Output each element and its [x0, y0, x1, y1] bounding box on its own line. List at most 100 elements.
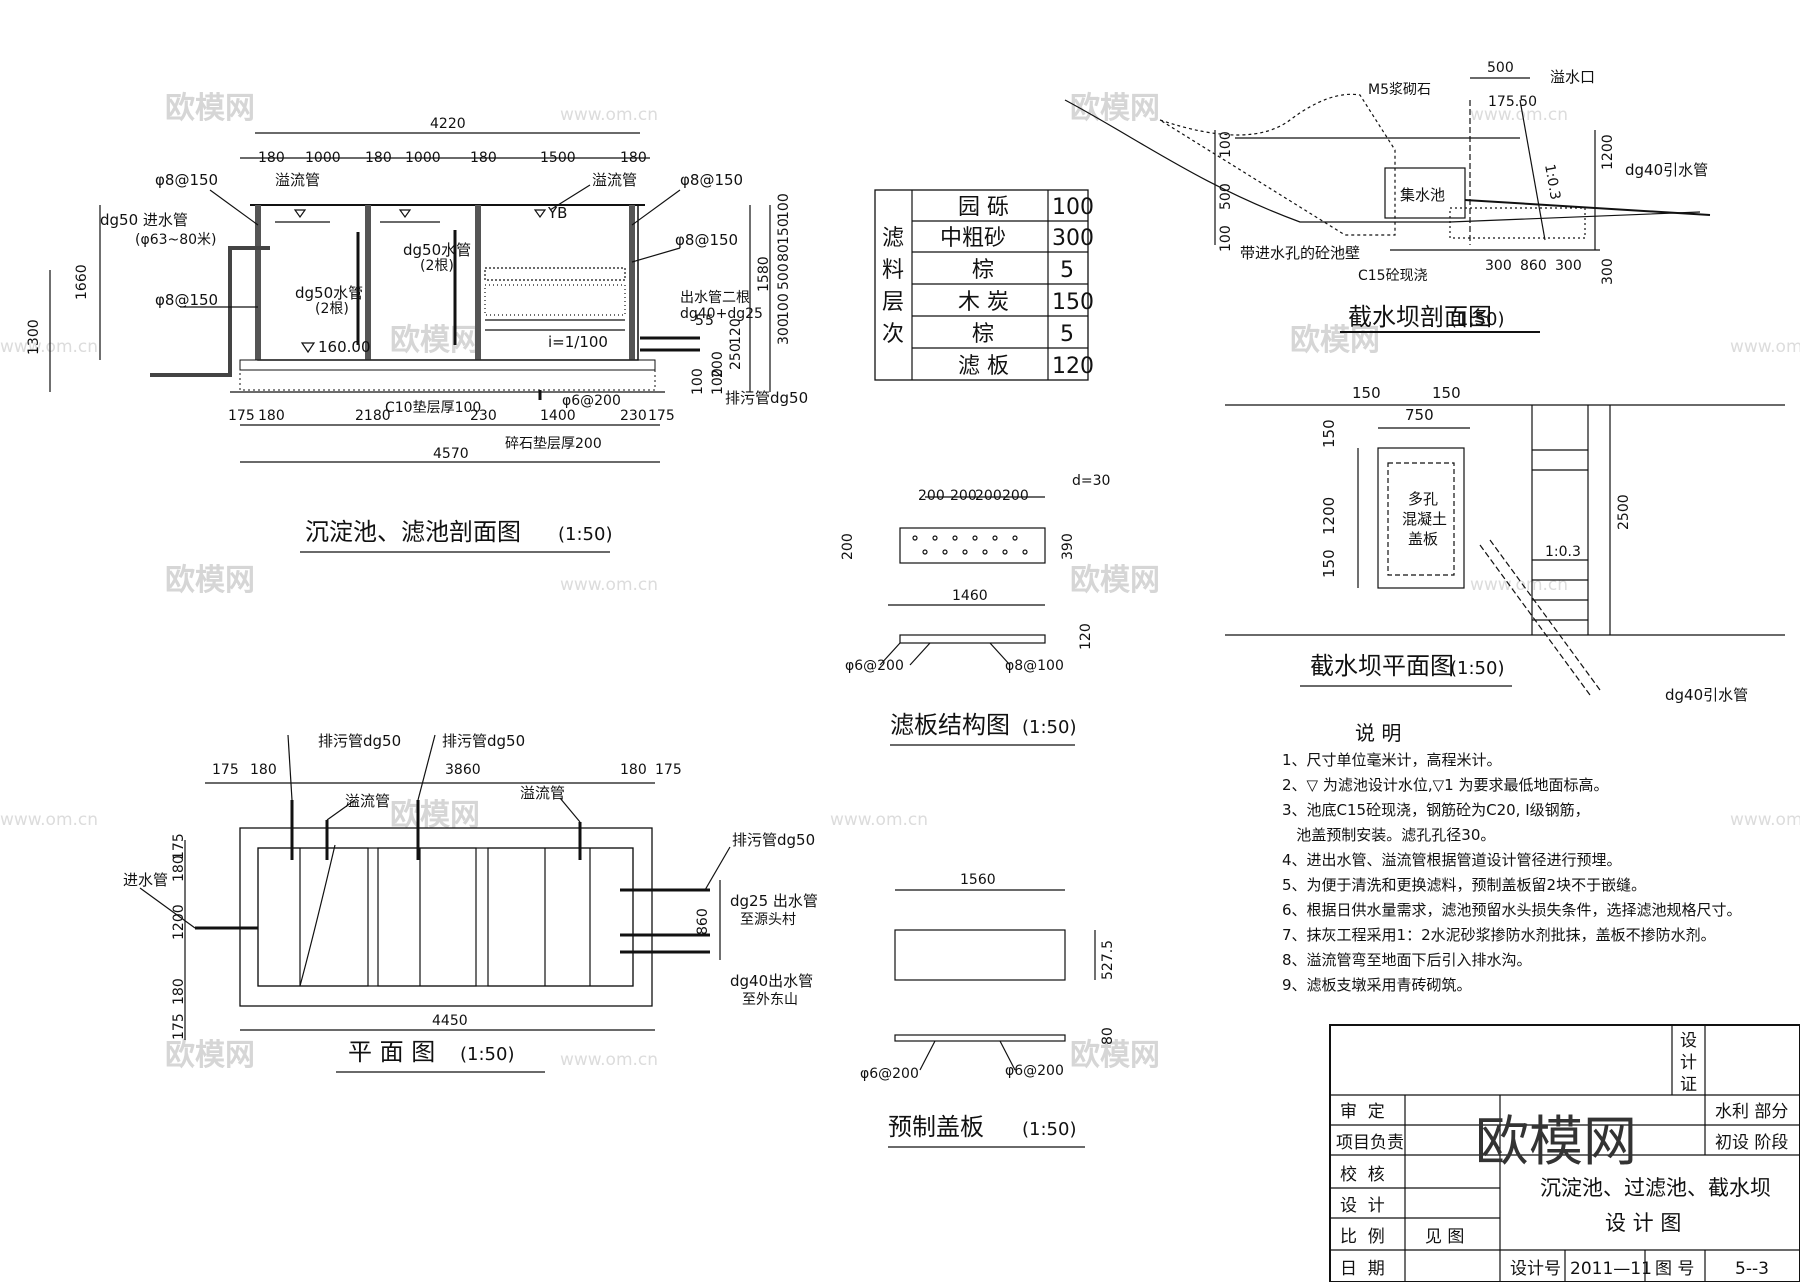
svg-text:527.5: 527.5: [1100, 940, 1116, 980]
svg-text:175: 175: [171, 1013, 187, 1040]
tb-scale-value: 见 图: [1425, 1227, 1464, 1247]
svg-text:2500: 2500: [1616, 494, 1632, 530]
label-pipe-mid-count: (2根): [420, 258, 454, 274]
svg-text:300: 300: [1485, 258, 1512, 274]
row-value: 120: [1052, 354, 1094, 379]
label-drain: 排污管dg50: [725, 389, 808, 407]
svg-text:1560: 1560: [960, 872, 996, 888]
svg-text:www.om.cn: www.om.cn: [560, 105, 658, 125]
svg-text:www.om.cn: www.om.cn: [1730, 337, 1800, 357]
label-out25: dg25 出水管: [730, 892, 818, 910]
tb-row-label: 审 定: [1340, 1102, 1385, 1122]
svg-text:φ6@200: φ6@200: [845, 658, 904, 674]
svg-text:1200: 1200: [1600, 134, 1616, 170]
svg-text:(1:50): (1:50): [1450, 309, 1504, 330]
svg-text:80: 80: [1100, 1027, 1116, 1045]
svg-text:175: 175: [171, 833, 187, 860]
svg-text:1580: 1580: [756, 256, 772, 292]
label-rebar-tr: φ8@150: [680, 171, 743, 189]
section-title: 沉淀池、滤池剖面图: [305, 518, 521, 546]
tb-row-label: 校 核: [1340, 1165, 1385, 1185]
svg-text:层: 层: [882, 290, 904, 315]
dam-plan: 150 750 150 150 1200 150 2500 1:0.3 多孔 混…: [1225, 384, 1785, 704]
dim-left-1660: 1660: [74, 264, 90, 300]
svg-text:www.om.cn: www.om.cn: [1470, 575, 1568, 595]
label-wall: 带进水孔的砼池壁: [1240, 244, 1360, 262]
watermark-layer: 欧模网 www.om.cn 欧模网 www.om.cn 欧模网 www.om.c…: [0, 91, 1800, 1073]
note-item: 池盖预制安装。滤孔孔径30。: [1282, 826, 1495, 844]
svg-text:150: 150: [1432, 384, 1461, 402]
svg-text:欧模网: 欧模网: [165, 1038, 255, 1073]
label-gravel: 碎石垫层厚200: [505, 436, 602, 452]
svg-text:www.om.cn: www.om.cn: [1470, 105, 1568, 125]
svg-text:1460: 1460: [952, 588, 988, 604]
label-tank: 集水池: [1400, 186, 1445, 204]
row-name: 棕: [972, 258, 994, 283]
svg-text:欧模网: 欧模网: [1290, 323, 1380, 358]
svg-text:欧模网: 欧模网: [1070, 1038, 1160, 1073]
svg-text:欧模网: 欧模网: [1070, 91, 1160, 126]
svg-text:500: 500: [776, 263, 792, 290]
label-rebar-r2: φ8@150: [675, 231, 738, 249]
row-name: 中粗砂: [940, 226, 1006, 251]
svg-text:多孔: 多孔: [1408, 490, 1438, 508]
note-item: 7、抹灰工程采用1：2水泥砂浆掺防水剂批抹，盖板不掺防水剂。: [1282, 926, 1716, 944]
svg-text:100: 100: [690, 368, 706, 395]
label-slope: i=1/100: [548, 333, 608, 351]
dim-left-1300: 1300: [26, 319, 42, 355]
svg-text:滤: 滤: [882, 226, 904, 251]
filter-plate-detail: 200 200 200 200 d=30 200 390 1460 120 φ6…: [840, 473, 1110, 746]
label-overflow-2: 溢流管: [592, 171, 637, 189]
svg-text:180: 180: [470, 150, 497, 166]
svg-text:200: 200: [1002, 488, 1029, 504]
svg-text:www.om.cn: www.om.cn: [830, 810, 928, 830]
row-value: 150: [1052, 290, 1094, 315]
svg-text:至外东山: 至外东山: [742, 992, 798, 1008]
svg-text:180: 180: [620, 762, 647, 778]
svg-text:(1:50): (1:50): [1450, 658, 1504, 679]
label-spill: 溢水口: [1550, 68, 1595, 86]
svg-text:1:0.3: 1:0.3: [1541, 163, 1563, 201]
label-rebar-tl: φ8@150: [155, 171, 218, 189]
plan-title: 平 面 图: [348, 1038, 435, 1066]
svg-text:www.om.cn: www.om.cn: [560, 1050, 658, 1070]
row-name: 棕: [972, 322, 994, 347]
svg-text:次: 次: [882, 322, 904, 347]
row-name: 园 砾: [958, 195, 1009, 220]
svg-text:φ6@200: φ6@200: [860, 1066, 919, 1082]
label-rebar-bottom: φ6@200: [562, 393, 621, 409]
svg-text:至源头村: 至源头村: [740, 912, 796, 928]
svg-text:5: 5: [695, 313, 704, 329]
svg-text:175: 175: [655, 762, 682, 778]
row-name: 木 炭: [958, 290, 1009, 315]
svg-text:175.50: 175.50: [1488, 94, 1537, 110]
note-item: 2、▽ 为滤池设计水位,▽1 为要求最低地面标高。: [1282, 776, 1608, 794]
svg-text:200: 200: [950, 488, 977, 504]
note-item: 1、尺寸单位毫米计，高程米计。: [1282, 751, 1502, 769]
label-overflow-2: 溢流管: [520, 784, 565, 802]
svg-text:100: 100: [776, 293, 792, 320]
dam-plan-title: 截水坝平面图: [1310, 652, 1454, 680]
svg-text:230: 230: [620, 408, 647, 424]
label-pipe-left-count: (2根): [315, 301, 349, 317]
svg-text:120: 120: [728, 318, 744, 345]
svg-text:230: 230: [470, 408, 497, 424]
svg-text:1200: 1200: [171, 904, 187, 940]
svg-text:www.om.cn: www.om.cn: [560, 575, 658, 595]
svg-text:860: 860: [695, 908, 711, 935]
tb-stage: 初设 阶段: [1715, 1133, 1788, 1153]
svg-text:200: 200: [975, 488, 1002, 504]
svg-text:混凝土: 混凝土: [1402, 510, 1447, 528]
svg-text:175: 175: [212, 762, 239, 778]
svg-text:料: 料: [882, 258, 904, 283]
label-outlet: 出水管二根: [680, 290, 750, 306]
note-item: 6、根据日供水量需求，滤池预留水头损失条件，选择滤池规格尺寸。: [1282, 901, 1742, 919]
svg-text:3860: 3860: [445, 762, 481, 778]
svg-text:150: 150: [1320, 419, 1338, 448]
bottom-segments: 175 180 2180 230 1400 230 175: [228, 408, 675, 424]
label-drain-1: 排污管dg50: [318, 732, 401, 750]
title-block: 设 计 证 审 定 项目负责 校 核 设 计 比 例 日 期 见 图 水利 部分…: [1329, 1024, 1800, 1282]
svg-text:180: 180: [171, 978, 187, 1005]
svg-text:欧模网: 欧模网: [390, 798, 480, 833]
